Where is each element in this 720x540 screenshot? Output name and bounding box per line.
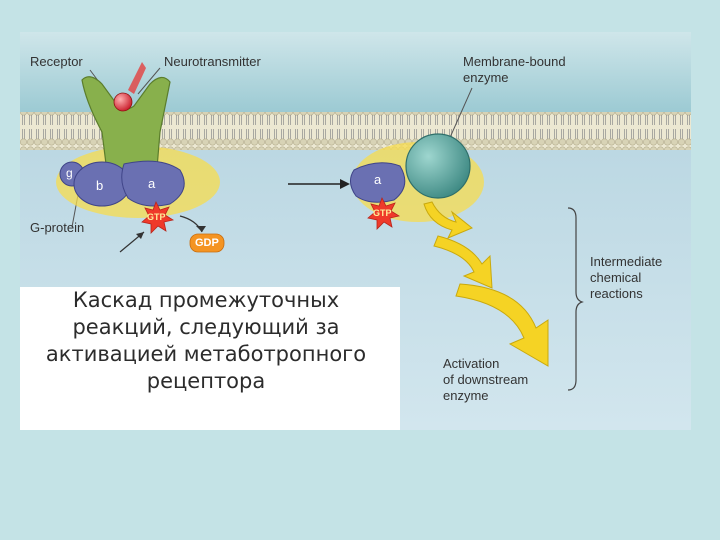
caption-line-4: рецептора [146,369,266,393]
caption-background [20,287,400,430]
neurotransmitter-label: Neurotransmitter [164,54,261,69]
subunit-a-letter: a [148,176,156,191]
subunit-b-letter: b [96,178,104,193]
g-subunit-alpha [121,160,185,207]
gdp-molecule [189,233,225,253]
gtp-star-right [367,197,401,230]
gdp-out-arrowhead [196,226,206,232]
activation-arrowhead [340,179,350,189]
membrane-bound-enzyme [405,133,471,199]
gtp-label-left: GTP [147,212,166,222]
gtp-star-left [141,201,175,234]
membrane-enzyme-label-line2: enzyme [463,70,509,85]
g-protein-label: G-protein [30,220,85,235]
gtp-in-arrowhead [136,232,144,239]
receptor-label: Receptor [30,54,83,69]
cascade-arrow-1 [423,201,473,239]
gdp-label: GDP [195,237,219,249]
activation-label-line1: Activation [443,356,500,371]
neurotransmitter-trail [128,62,146,94]
subunit-g-letter: g [66,166,73,180]
diagram-frame: Receptor Neurotransmitter Membrane-bound… [20,32,691,430]
extracellular-space [20,32,691,112]
neurotransmitter-molecule [113,92,133,112]
cascade-arrow-2 [433,235,493,289]
intermediate-label-line1: Intermediate [590,254,663,269]
alpha-subunit-bound [350,162,406,203]
cascade-arrow-3 [455,283,549,367]
activation-label-line3: enzyme [443,388,489,403]
metabotropic-cascade-diagram [20,32,691,430]
caption-line-2: реакций, следующий за [72,315,340,339]
activation-label-line2: of downstream [443,372,529,387]
caption-line-3: активацией метаботропного [45,342,367,366]
reactions-bracket [567,207,584,391]
receptor-protein [81,76,171,181]
intermediate-label-line2: chemical [590,270,642,285]
subunit-a-letter-right: a [374,172,382,187]
membrane-enzyme-label-line1: Membrane-bound [463,54,566,69]
gtp-label-right: GTP [373,208,392,218]
russian-caption: Каскад промежуточных реакций, следующий … [20,287,392,395]
intermediate-label-line3: reactions [590,286,643,301]
caption-line-1: Каскад промежуточных [72,288,340,312]
